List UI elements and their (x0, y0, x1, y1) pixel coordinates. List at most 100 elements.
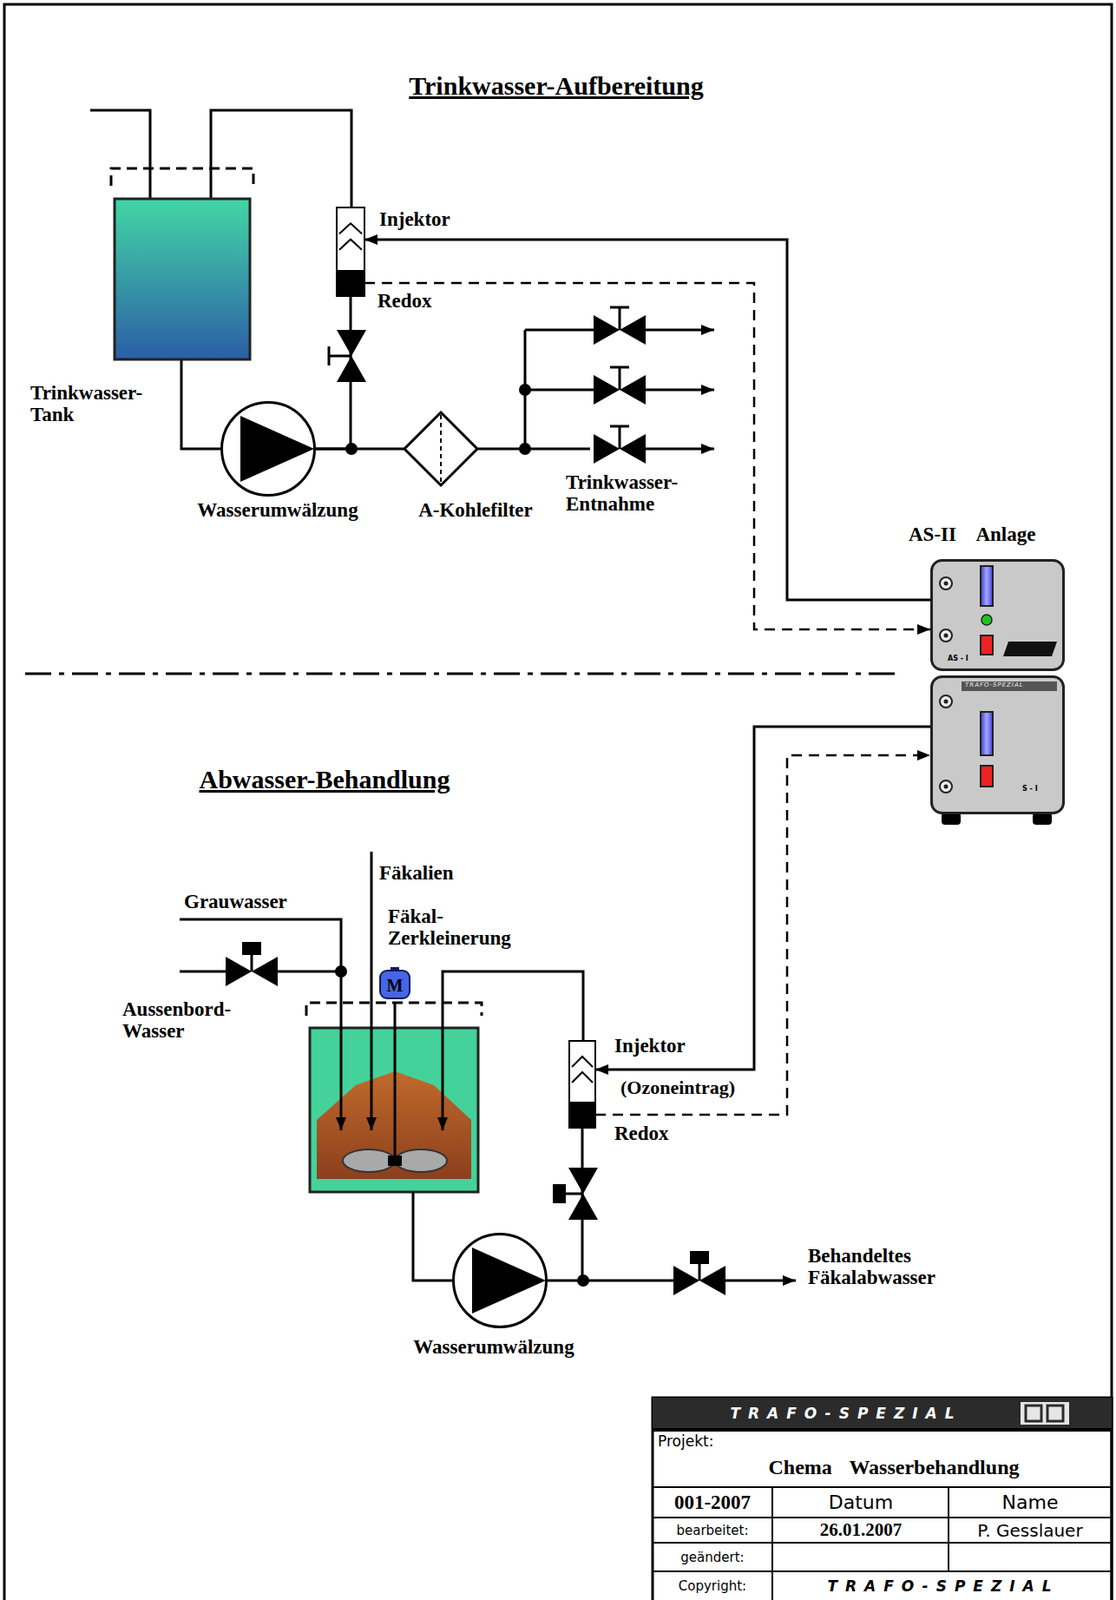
signal-line (595, 754, 931, 1115)
label-text: P. Gesslauer (977, 1520, 1083, 1540)
component-symbol (114, 198, 250, 360)
label-text: Behandeltes Fäkalabwasser (807, 1244, 969, 1289)
junction-dot (334, 965, 348, 978)
pump-casing (222, 402, 316, 496)
label-text: 26.01.2007 (820, 1519, 903, 1540)
device-knob (939, 577, 952, 590)
filter-diamond (404, 412, 478, 486)
component-inj: InjektorRedox (336, 207, 365, 296)
component-dia: A-Kohlefilter (403, 411, 479, 486)
pipe-line (413, 1191, 453, 1281)
label-text: TRAFO-SPEZIAL (729, 1404, 962, 1422)
device-knob (939, 629, 952, 642)
table-line (947, 1486, 950, 1571)
pipe-line (525, 328, 594, 332)
agitator-blade (394, 1148, 447, 1172)
pipe-line (525, 388, 594, 392)
component-label: Redox (614, 1122, 670, 1144)
tank-lid (111, 168, 254, 186)
pipe-line (645, 328, 715, 332)
pump-triangle (472, 1247, 546, 1313)
agitator-shaft (393, 1001, 397, 1156)
component-label: M (387, 975, 404, 995)
table-line (652, 1516, 1112, 1518)
component-pump: Wasserumwälzung (220, 400, 316, 497)
label-text: Name (1002, 1491, 1059, 1513)
pipe-line (645, 388, 715, 392)
valve-handle (328, 346, 331, 366)
valve-handle (610, 366, 630, 369)
pipe-connector (478, 447, 591, 451)
valve-stem (698, 1262, 702, 1281)
component-symbol (220, 400, 316, 497)
junction-dot (345, 442, 358, 455)
pump-triangle (240, 415, 315, 482)
pipe-line (583, 1279, 674, 1282)
redox-sensor (569, 1101, 596, 1128)
component-tank: Trinkwasser- Tank (114, 198, 250, 360)
motor-cap (390, 966, 400, 972)
pipe-line (370, 851, 374, 1130)
water-tank (114, 198, 250, 360)
component-label: Trinkwasser- Tank (30, 381, 161, 427)
valve-handle (610, 306, 630, 309)
pump-casing (453, 1234, 547, 1327)
device-knob (944, 699, 949, 704)
junction-dot (518, 442, 532, 455)
pipe-connector (364, 239, 931, 600)
label-text: Fäkalien (379, 861, 454, 884)
component-symbol (930, 675, 1065, 815)
label-text: Datum (828, 1491, 893, 1513)
table-line (652, 1485, 1112, 1488)
component-label: AS - I (947, 655, 969, 664)
title-block (652, 1397, 1112, 1600)
signal-line (364, 282, 931, 630)
component-symbol (569, 1040, 596, 1128)
component-label: Wasserumwälzung (413, 1335, 574, 1358)
device-knob (939, 780, 952, 793)
label-text: 001-2007 (674, 1490, 751, 1513)
label-text: bearbeitet: (676, 1523, 749, 1538)
pipe-line (725, 1279, 796, 1282)
junction-dot (518, 383, 532, 396)
injector-chevron (339, 239, 362, 250)
junction-dot (577, 1273, 590, 1287)
component-devA: AS-II AnlageAS - I (930, 558, 1065, 671)
valve-stem (618, 367, 622, 390)
component-symbol (403, 411, 479, 486)
injector-chevron (571, 1056, 593, 1067)
device-nameplate (961, 681, 1057, 691)
solenoid-actuator (242, 941, 262, 955)
device-housing (932, 560, 1064, 670)
label-text: geändert: (680, 1549, 744, 1565)
injector-chevron (339, 223, 362, 234)
component-label: Trinkwasser- Entnahme (565, 471, 718, 516)
injector-body (569, 1040, 596, 1128)
component-label: Injektor (614, 1034, 686, 1057)
flow-meter (980, 565, 993, 606)
power-switch (980, 765, 993, 787)
component-pump: Wasserumwälzung (452, 1232, 548, 1328)
component-valve: Trinkwasser- Entnahme (590, 423, 650, 466)
valve-stem (618, 307, 622, 330)
label-text: Abwasser-Behandlung (199, 764, 451, 794)
valve-stem (328, 354, 352, 358)
agitator-hub (387, 1155, 402, 1166)
device-knob (944, 784, 949, 789)
injector-chevron (571, 1071, 593, 1083)
solenoid-actuator (689, 1250, 709, 1264)
pipe-connector (315, 447, 404, 451)
valve-stem (565, 1192, 584, 1195)
pipe-line (442, 971, 584, 1130)
component-symbol (930, 558, 1065, 671)
component-label: A-Kohlefilter (418, 498, 533, 521)
valve-stem (618, 426, 622, 449)
section-separator (25, 672, 903, 676)
device-foot (1032, 812, 1052, 825)
motor-body (380, 970, 410, 998)
label-text: Projekt: (657, 1432, 714, 1450)
component-symbol (452, 1232, 548, 1328)
device-logo (1003, 641, 1057, 657)
filter-element (439, 414, 442, 483)
title-header (652, 1397, 1112, 1429)
